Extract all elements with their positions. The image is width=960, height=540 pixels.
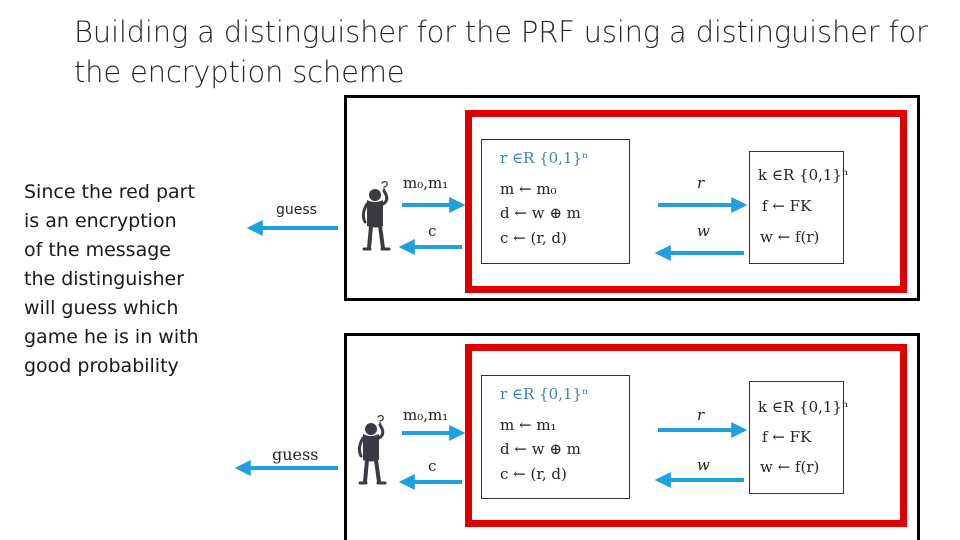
enc-line-3: d ← w ⊕ m: [500, 204, 581, 222]
prf-line-2: f ← FK: [762, 428, 812, 446]
slide-title: Building a distinguisher for the PRF usi…: [74, 15, 928, 89]
top-guess-label: guess: [276, 202, 317, 218]
thinking-person-icon: [357, 414, 387, 485]
top-messages-label: m₀,m₁: [403, 174, 449, 192]
bottom-ciphertext-label: c: [428, 457, 437, 475]
bottom-messages-label: m₀,m₁: [403, 406, 449, 424]
prf-line-2: f ← FK: [762, 197, 812, 215]
top-prf-box: k ∈R {0,1}ⁿ f ← FK w ← f(r): [749, 151, 848, 264]
bottom-encryption-frame: [465, 344, 907, 527]
enc-line-4: c ← (r, d): [500, 465, 567, 483]
prf-line-1: k ∈R {0,1}ⁿ: [758, 398, 849, 416]
bottom-w-label: w: [697, 456, 710, 474]
prf-line-3: w ← f(r): [760, 458, 820, 476]
bottom-r-label: r: [697, 406, 705, 424]
top-r-label: r: [697, 174, 705, 192]
enc-line-2: m ← m₁: [500, 416, 557, 434]
explanation-text: Since the red part is an encryption of t…: [24, 181, 199, 377]
top-encryption-box: r ∈R {0,1}ⁿ m ← m₀ d ← w ⊕ m c ← (r, d): [481, 139, 630, 264]
top-ciphertext-label: c: [428, 222, 437, 240]
top-w-label: w: [697, 222, 710, 240]
thinking-person-icon: [361, 180, 391, 251]
enc-line-4: c ← (r, d): [500, 229, 567, 247]
top-encryption-frame: [465, 110, 907, 293]
enc-line-2: m ← m₀: [500, 180, 557, 198]
bottom-guess-label: guess: [272, 445, 319, 464]
enc-line-3: d ← w ⊕ m: [500, 440, 581, 458]
bottom-encryption-box: r ∈R {0,1}ⁿ m ← m₁ d ← w ⊕ m c ← (r, d): [481, 375, 630, 499]
bottom-prf-box: k ∈R {0,1}ⁿ f ← FK w ← f(r): [749, 381, 848, 494]
enc-line-1: r ∈R {0,1}ⁿ: [500, 385, 589, 403]
enc-line-1: r ∈R {0,1}ⁿ: [500, 149, 589, 167]
prf-line-3: w ← f(r): [760, 228, 820, 246]
prf-line-1: k ∈R {0,1}ⁿ: [758, 166, 849, 184]
